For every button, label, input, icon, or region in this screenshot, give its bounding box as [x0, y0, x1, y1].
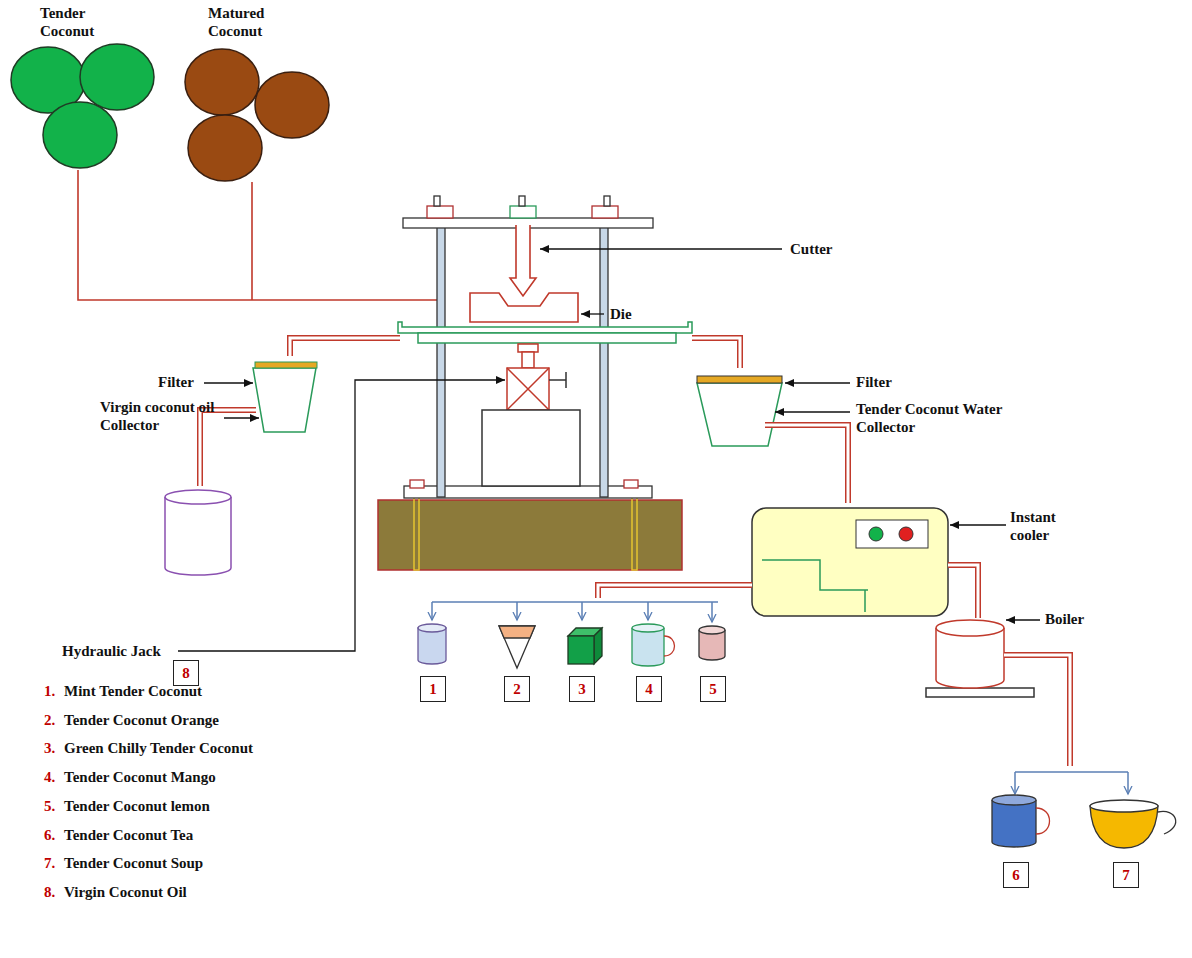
pipe [1004, 655, 1070, 766]
pipe [290, 338, 400, 356]
callout-number: 4. [44, 768, 55, 786]
callout-box: 4 [636, 676, 662, 702]
press-frame [403, 196, 653, 498]
product-name: Tender Coconut lemon [64, 797, 210, 815]
product-name: Green Chilly Tender Coconut [64, 739, 253, 757]
callout-number: 6 [1012, 867, 1020, 884]
pipe [598, 585, 752, 598]
callout-number: 8. [44, 883, 55, 901]
callout-box: 3 [569, 676, 595, 702]
callout-number: 1 [429, 681, 437, 698]
product-soup [1090, 800, 1176, 848]
part-label: Instant cooler [1010, 508, 1082, 545]
callout-box: 2 [504, 676, 530, 702]
product-mint [418, 624, 446, 664]
callout-number: 1. [44, 682, 55, 700]
callout-box: 7 [1113, 862, 1139, 888]
virgin-oil-collector [253, 362, 317, 432]
pipe [290, 338, 400, 356]
matured-coconuts [185, 49, 329, 181]
product-lemon [699, 626, 725, 660]
pipe [692, 338, 740, 368]
callout-number: 4 [645, 681, 653, 698]
product-tea [992, 795, 1050, 847]
pipe [200, 410, 256, 486]
product-name: Tender Coconut Mango [64, 768, 216, 786]
callout-number: 3. [44, 739, 55, 757]
product-name: Tender Coconut Soup [64, 854, 203, 872]
water-collector [697, 376, 782, 446]
pipes [200, 338, 1070, 766]
part-label: Filter [856, 373, 892, 391]
product-orange [499, 626, 535, 668]
callout-number: 3 [578, 681, 586, 698]
callout-box: 1 [420, 676, 446, 702]
part-label: Hydraulic Jack [62, 642, 161, 660]
tender-coconuts [11, 44, 154, 168]
product-name: Virgin Coconut Oil [64, 883, 187, 901]
pipe [948, 565, 978, 618]
pipe [200, 410, 256, 486]
pipe [765, 425, 848, 503]
press-table [398, 322, 692, 343]
callout-number: 8 [182, 665, 190, 682]
leader-lines [178, 249, 1040, 651]
cutter [510, 225, 536, 296]
part-label: Tender Coconut [40, 4, 108, 41]
boiler [926, 620, 1034, 697]
callout-number: 5 [709, 681, 717, 698]
part-label: Die [610, 305, 632, 323]
part-label: Cutter [790, 240, 832, 258]
feed-line [78, 170, 438, 300]
part-label: Filter [158, 373, 194, 391]
pipe [1004, 655, 1070, 766]
callout-number: 5. [44, 797, 55, 815]
callout-number: 7 [1122, 867, 1130, 884]
callout-number: 2 [513, 681, 521, 698]
callout-number: 2. [44, 711, 55, 729]
product-name: Tender Coconut Orange [64, 711, 219, 729]
die [470, 293, 578, 322]
product-chilly [568, 628, 602, 664]
part-label: Matured Coconut [208, 4, 280, 41]
pipe [765, 425, 848, 503]
instant-cooler [752, 508, 948, 616]
part-label: Boiler [1045, 610, 1084, 628]
callout-box: 5 [700, 676, 726, 702]
product-mango [632, 624, 675, 666]
pipe [692, 338, 740, 368]
callout-number: 6. [44, 826, 55, 844]
pipe [948, 565, 978, 618]
pipe [598, 585, 752, 598]
hydraulic-jack [482, 344, 580, 486]
callout-box: 8 [173, 660, 199, 686]
part-label: Virgin coconut oil Collector [100, 398, 220, 435]
distribution-lines [432, 602, 1128, 794]
callout-number: 7. [44, 854, 55, 872]
callout-box: 6 [1003, 862, 1029, 888]
oil-container [165, 490, 231, 575]
product-name: Tender Coconut Tea [64, 826, 193, 844]
part-label: Tender Coconut Water Collector [856, 400, 1032, 437]
